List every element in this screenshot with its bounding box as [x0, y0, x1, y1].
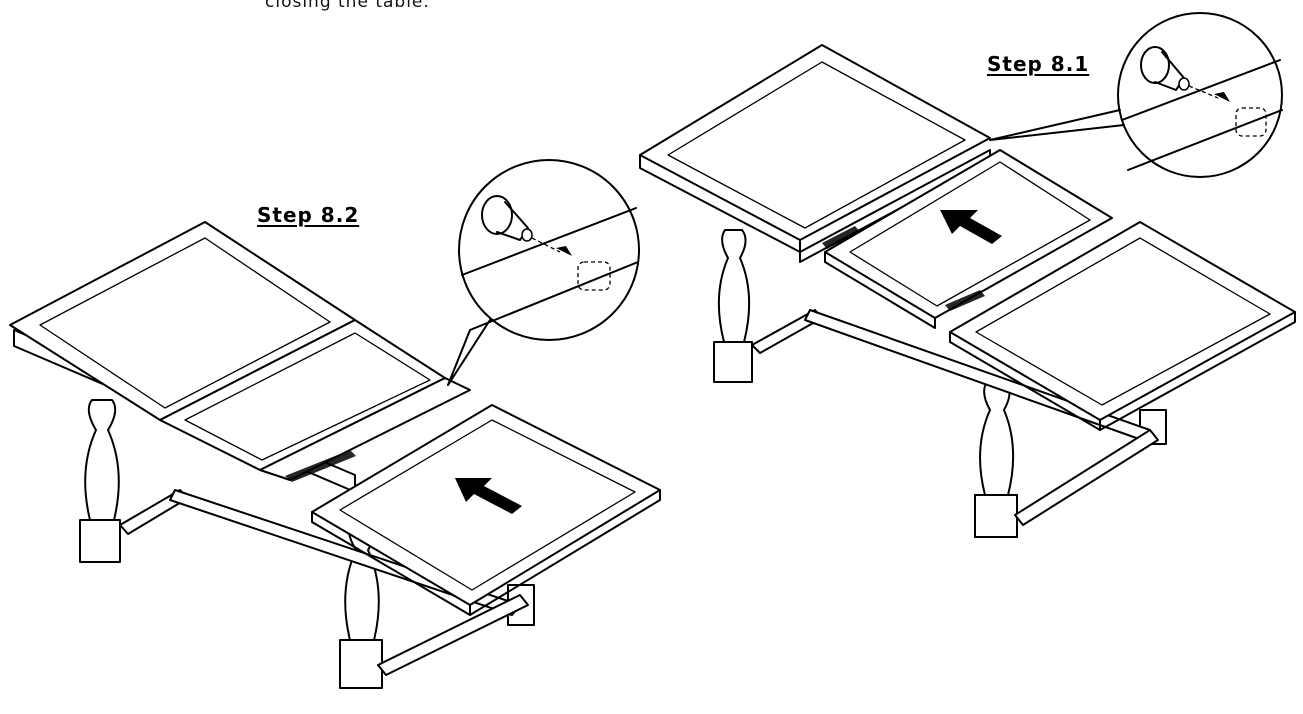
leg-left-front-r [713, 229, 753, 383]
leg-left-front [79, 399, 121, 563]
instruction-caption: closing the table. [265, 0, 430, 12]
step-8-1-label: Step 8.1 [987, 52, 1090, 76]
push-arrow-icon [455, 478, 522, 514]
dowel-pin-detail-icon [989, 12, 1283, 178]
table-step-8-2 [9, 159, 661, 689]
step-8-2-label: Step 8.2 [257, 203, 360, 227]
dowel-pin-detail-icon [447, 159, 640, 386]
table-step-8-1 [639, 12, 1296, 538]
leg-right-front-r [974, 381, 1018, 538]
push-arrow-icon [940, 210, 1002, 244]
